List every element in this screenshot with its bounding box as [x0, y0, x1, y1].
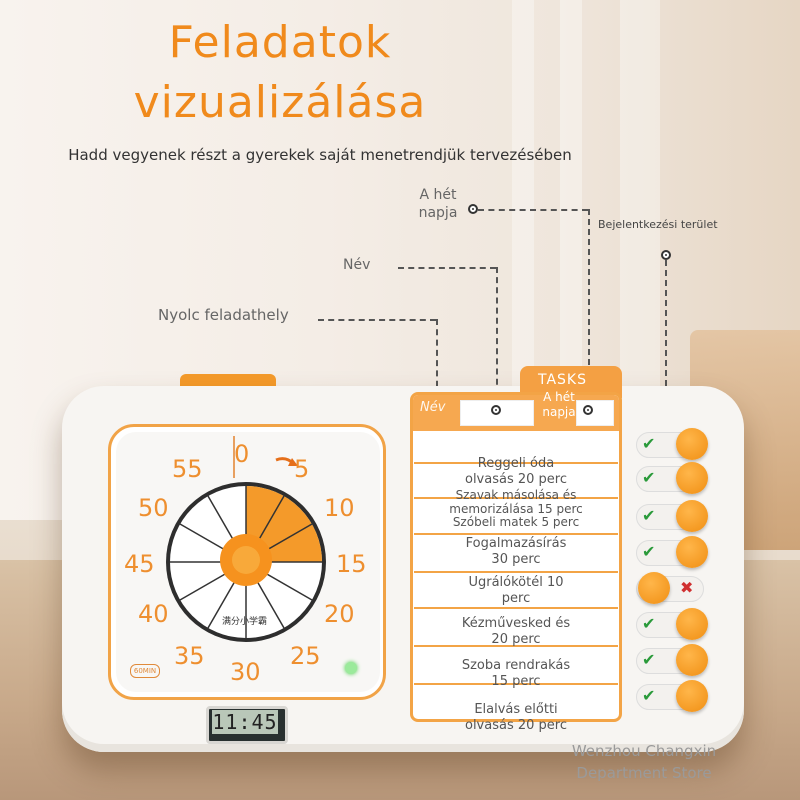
task-slot-3: Szóbeli matek 5 perc	[420, 515, 612, 529]
task-slot-4: Fogalmazásírás 30 perc	[420, 536, 612, 568]
status-light	[345, 662, 357, 674]
dial-number: 15	[336, 550, 367, 578]
check-icon: ✔	[642, 506, 656, 525]
check-icon: ✔	[642, 614, 656, 633]
task-text-line: Ugrálókötél 10	[468, 575, 564, 590]
task-divider	[414, 533, 618, 535]
task-text-line: 20 perc	[491, 632, 541, 647]
dial-number: 30	[230, 658, 261, 686]
task-text-line: olvasás 20 perc	[464, 472, 567, 487]
callout-line	[496, 267, 498, 405]
task-divider	[414, 607, 618, 609]
check-icon: ✔	[642, 650, 656, 669]
panel-name-label: Név	[420, 400, 446, 415]
slider-knob[interactable]	[676, 428, 708, 460]
watermark-line-1: Wenzhou Changxin	[571, 742, 717, 760]
task-text-line: 15 perc	[491, 674, 541, 689]
dial-number: 50	[138, 494, 169, 522]
dial-number: 55	[172, 455, 203, 483]
callout-check-in-area: Bejelentkezési terület	[598, 218, 718, 231]
task-text-line: Fogalmazásírás	[465, 536, 567, 551]
task-divider	[414, 645, 618, 647]
callout-dot	[661, 250, 671, 260]
task-panel	[410, 392, 622, 722]
task-divider	[414, 497, 618, 499]
headline-line-1: Feladatok	[168, 17, 392, 68]
subtitle: Hadd vegyenek részt a gyerekek saját men…	[68, 146, 572, 164]
day-slot	[576, 400, 614, 426]
check-slider-6[interactable]: ✔	[636, 608, 708, 640]
device-top-button	[180, 374, 276, 388]
task-divider	[414, 462, 618, 464]
dial-number: 0	[234, 440, 250, 468]
panel-day-label: A hét napja	[542, 390, 576, 419]
dial-number: 45	[124, 550, 155, 578]
task-divider	[414, 571, 618, 573]
callout-dot	[583, 405, 593, 415]
task-text-line: memorizálása 15 perc	[449, 502, 583, 516]
dial-number: 10	[324, 494, 355, 522]
callout-line	[398, 267, 496, 269]
task-text-line: Elalvás előtti	[474, 702, 558, 717]
task-slot-2: Szavak másolása és memorizálása 15 perc	[420, 488, 612, 516]
task-text-line: Szóbeli matek 5 perc	[452, 515, 580, 529]
name-slot	[460, 400, 534, 426]
slider-knob[interactable]	[676, 500, 708, 532]
callout-line	[478, 209, 588, 211]
cross-icon: ✖	[680, 578, 694, 597]
task-text-line: olvasás 20 perc	[464, 718, 567, 733]
check-slider-4[interactable]: ✔	[636, 536, 708, 568]
task-text-line: 30 perc	[491, 552, 541, 567]
dial-knob-center	[232, 546, 260, 574]
task-slot-7: Szoba rendrakás 15 perc	[420, 658, 612, 690]
task-slot-6: Kézművesked és 20 perc	[420, 616, 612, 648]
slider-knob[interactable]	[676, 536, 708, 568]
timer-dial	[166, 436, 326, 642]
callout-day-of-week: A hét napja	[418, 187, 458, 221]
task-slot-1: Reggeli óda olvasás 20 perc	[420, 456, 612, 488]
callout-eight-slots: Nyolc feladathely	[158, 306, 289, 324]
callout-dot	[491, 405, 501, 415]
callout-dot	[468, 204, 478, 214]
slider-knob[interactable]	[676, 462, 708, 494]
dial-number: 25	[290, 642, 321, 670]
task-text-line: Reggeli óda	[477, 456, 555, 471]
task-text-line: Kézművesked és	[461, 616, 571, 631]
duration-badge: 60MIN	[130, 664, 160, 678]
check-slider-5[interactable]: ✖	[636, 572, 706, 604]
callout-line	[588, 209, 590, 405]
check-slider-7[interactable]: ✔	[636, 644, 708, 676]
watermark-line-2: Department Store	[576, 764, 712, 782]
check-slider-1[interactable]: ✔	[636, 428, 708, 460]
callout-name: Név	[343, 257, 371, 273]
dial-number: 40	[138, 600, 169, 628]
task-text-line: Szavak másolása és	[455, 488, 577, 502]
lcd-display: 11:45	[212, 710, 278, 734]
slider-knob[interactable]	[638, 572, 670, 604]
slider-knob[interactable]	[676, 644, 708, 676]
task-divider	[414, 683, 618, 685]
check-icon: ✔	[642, 542, 656, 561]
check-slider-3[interactable]: ✔	[636, 500, 708, 532]
slider-knob[interactable]	[676, 608, 708, 640]
check-slider-2[interactable]: ✔	[636, 462, 708, 494]
check-icon: ✔	[642, 468, 656, 487]
dial-number: 5	[294, 455, 310, 483]
task-text-line: Szoba rendrakás	[461, 658, 571, 673]
tasks-title: TASKS	[538, 372, 587, 388]
dial-number: 35	[174, 642, 205, 670]
task-text-line: perc	[501, 591, 531, 606]
task-slot-8: Elalvás előtti olvasás 20 perc	[420, 702, 612, 734]
dial-brand: 满分小学霸	[222, 617, 268, 627]
check-slider-8[interactable]: ✔	[636, 680, 708, 712]
callout-line	[665, 260, 667, 446]
callout-line	[318, 319, 436, 321]
slider-knob[interactable]	[676, 680, 708, 712]
dial-arrow-head	[288, 458, 298, 466]
dial-number: 20	[324, 600, 355, 628]
headline-line-2: vizualizálása	[133, 77, 427, 128]
check-icon: ✔	[642, 686, 656, 705]
check-icon: ✔	[642, 434, 656, 453]
task-slot-5: Ugrálókötél 10 perc	[420, 575, 612, 607]
